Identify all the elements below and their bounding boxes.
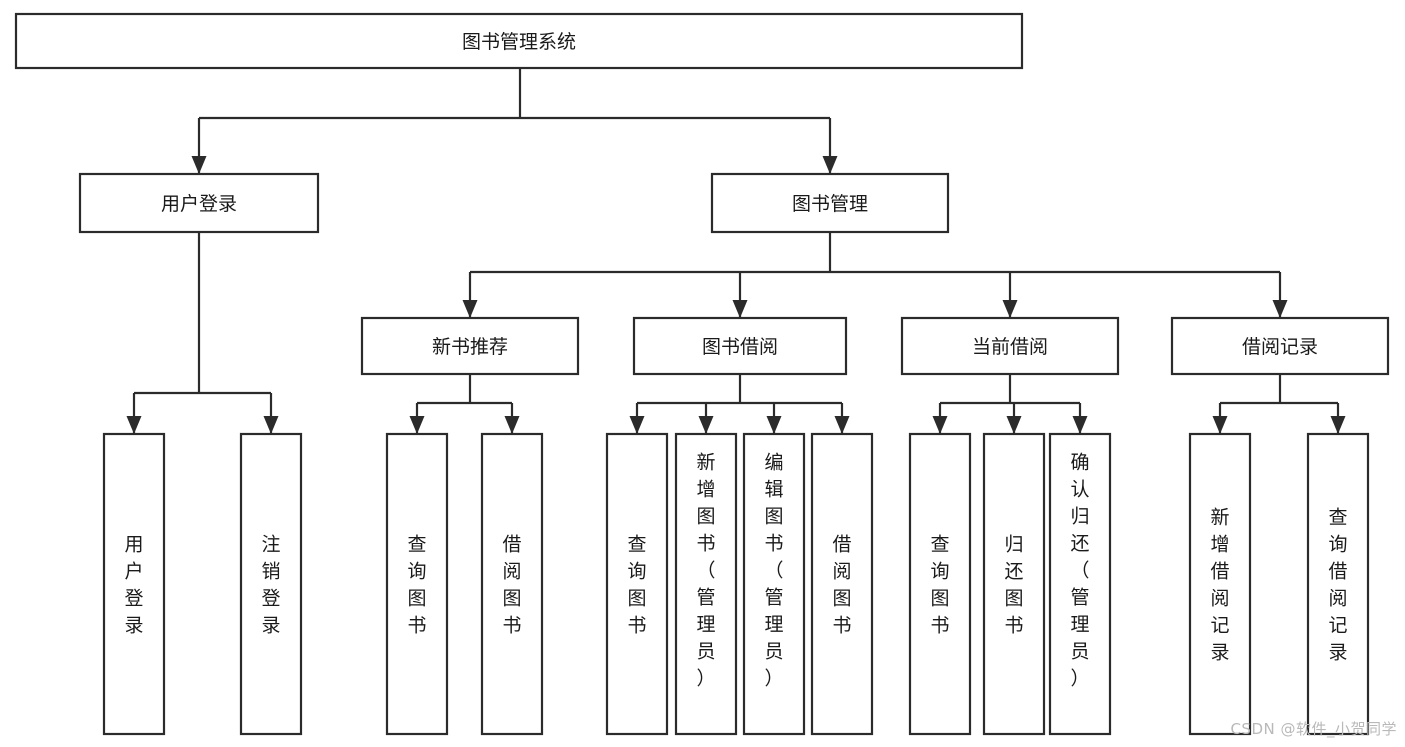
- node-leaf-add-book[interactable]: 新增图书（管理员）: [674, 432, 738, 736]
- node-box-leaf-edit-book[interactable]: [742, 432, 806, 736]
- node-label-book-manage: 图书管理: [792, 193, 868, 215]
- node-box-book-manage[interactable]: [710, 172, 950, 234]
- node-book-borrow[interactable]: 图书借阅: [632, 316, 848, 376]
- connector-new-book-to-leaves: [409, 374, 520, 434]
- arrow-head-icon: [126, 416, 142, 434]
- arrow-head-icon: [1006, 416, 1022, 434]
- node-box-leaf-query-book-2[interactable]: [605, 432, 669, 736]
- node-label-borrow-record: 借阅记录: [1242, 336, 1318, 358]
- arrow-head-icon: [822, 156, 838, 174]
- arrow-head-icon: [1330, 416, 1346, 434]
- arrow-head-icon: [191, 156, 207, 174]
- node-box-leaf-borrow-book-2[interactable]: [810, 432, 874, 736]
- arrow-head-icon: [1272, 300, 1288, 318]
- node-label-leaf-query-book-2: 查询图书: [627, 533, 646, 636]
- node-borrow-record[interactable]: 借阅记录: [1170, 316, 1390, 376]
- node-label-leaf-logout: 注销登录: [261, 533, 280, 636]
- node-user-login[interactable]: 用户登录: [78, 172, 320, 234]
- node-leaf-query-record[interactable]: 查询借阅记录: [1306, 432, 1370, 736]
- node-box-user-login[interactable]: [78, 172, 320, 234]
- connector-root-to-level1: [191, 68, 838, 174]
- node-leaf-query-book-3[interactable]: 查询图书: [908, 432, 972, 736]
- arrow-head-icon: [462, 300, 478, 318]
- arrow-head-icon: [766, 416, 782, 434]
- node-leaf-borrow-book-1[interactable]: 借阅图书: [480, 432, 544, 736]
- node-label-leaf-query-book-1: 查询图书: [407, 533, 426, 636]
- arrow-head-icon: [1002, 300, 1018, 318]
- node-label-leaf-add-book: 新增图书（管理员）: [696, 451, 715, 689]
- node-label-leaf-edit-book: 编辑图书（管理员）: [764, 451, 783, 689]
- node-box-leaf-query-record[interactable]: [1306, 432, 1370, 736]
- nodes-layer: 图书管理系统用户登录图书管理新书推荐图书借阅当前借阅借阅记录用户登录注销登录查询…: [14, 12, 1390, 736]
- arrow-head-icon: [504, 416, 520, 434]
- node-new-book-recommend[interactable]: 新书推荐: [360, 316, 580, 376]
- arrow-head-icon: [1072, 416, 1088, 434]
- arrow-head-icon: [409, 416, 425, 434]
- node-label-new-book-recommend: 新书推荐: [432, 336, 508, 358]
- node-label-book-borrow: 图书借阅: [702, 336, 778, 358]
- node-book-manage[interactable]: 图书管理: [710, 172, 950, 234]
- node-label-leaf-query-book-3: 查询图书: [930, 533, 949, 636]
- node-box-leaf-confirm-return[interactable]: [1048, 432, 1112, 736]
- node-leaf-logout[interactable]: 注销登录: [239, 432, 303, 736]
- node-box-leaf-query-book-3[interactable]: [908, 432, 972, 736]
- node-label-leaf-query-record: 查询借阅记录: [1328, 506, 1347, 663]
- node-label-current-borrow: 当前借阅: [972, 336, 1048, 358]
- node-leaf-add-record[interactable]: 新增借阅记录: [1188, 432, 1252, 736]
- node-label-leaf-confirm-return: 确认归还（管理员）: [1070, 451, 1089, 689]
- node-label-leaf-borrow-book-2: 借阅图书: [832, 533, 851, 636]
- connector-book-manage-to-level2: [462, 232, 1288, 318]
- node-box-root[interactable]: [14, 12, 1024, 70]
- node-box-new-book-recommend[interactable]: [360, 316, 580, 376]
- node-leaf-query-book-2[interactable]: 查询图书: [605, 432, 669, 736]
- connector-current-borrow-to-leaves: [932, 374, 1088, 434]
- node-leaf-borrow-book-2[interactable]: 借阅图书: [810, 432, 874, 736]
- node-leaf-return-book[interactable]: 归还图书: [982, 432, 1046, 736]
- watermark-label: CSDN @软件_小贺同学: [1230, 720, 1397, 738]
- connector-book-borrow-to-leaves: [629, 374, 850, 434]
- connector-user-login-to-leaves: [126, 232, 279, 434]
- node-box-leaf-query-book-1[interactable]: [385, 432, 449, 736]
- node-box-leaf-logout[interactable]: [239, 432, 303, 736]
- node-box-leaf-borrow-book-1[interactable]: [480, 432, 544, 736]
- node-label-user-login: 用户登录: [161, 193, 237, 215]
- node-leaf-confirm-return[interactable]: 确认归还（管理员）: [1048, 432, 1112, 736]
- node-leaf-edit-book[interactable]: 编辑图书（管理员）: [742, 432, 806, 736]
- connector-borrow-record-to-leaves: [1212, 374, 1346, 434]
- node-label-leaf-user-login: 用户登录: [124, 533, 143, 636]
- node-label-leaf-borrow-book-1: 借阅图书: [502, 533, 521, 636]
- node-box-leaf-add-book[interactable]: [674, 432, 738, 736]
- node-label-root: 图书管理系统: [462, 31, 576, 53]
- node-current-borrow[interactable]: 当前借阅: [900, 316, 1120, 376]
- node-box-leaf-add-record[interactable]: [1188, 432, 1252, 736]
- node-leaf-user-login[interactable]: 用户登录: [102, 432, 166, 736]
- connectors-layer: [126, 68, 1346, 434]
- arrow-head-icon: [932, 416, 948, 434]
- arrow-head-icon: [834, 416, 850, 434]
- node-box-leaf-return-book[interactable]: [982, 432, 1046, 736]
- node-root[interactable]: 图书管理系统: [14, 12, 1024, 70]
- arrow-head-icon: [1212, 416, 1228, 434]
- arrow-head-icon: [698, 416, 714, 434]
- node-label-leaf-add-record: 新增借阅记录: [1210, 506, 1229, 663]
- arrow-head-icon: [629, 416, 645, 434]
- arrow-head-icon: [263, 416, 279, 434]
- node-box-current-borrow[interactable]: [900, 316, 1120, 376]
- node-leaf-query-book-1[interactable]: 查询图书: [385, 432, 449, 736]
- node-box-leaf-user-login[interactable]: [102, 432, 166, 736]
- node-label-leaf-return-book: 归还图书: [1004, 533, 1023, 636]
- node-box-book-borrow[interactable]: [632, 316, 848, 376]
- node-box-borrow-record[interactable]: [1170, 316, 1390, 376]
- arrow-head-icon: [732, 300, 748, 318]
